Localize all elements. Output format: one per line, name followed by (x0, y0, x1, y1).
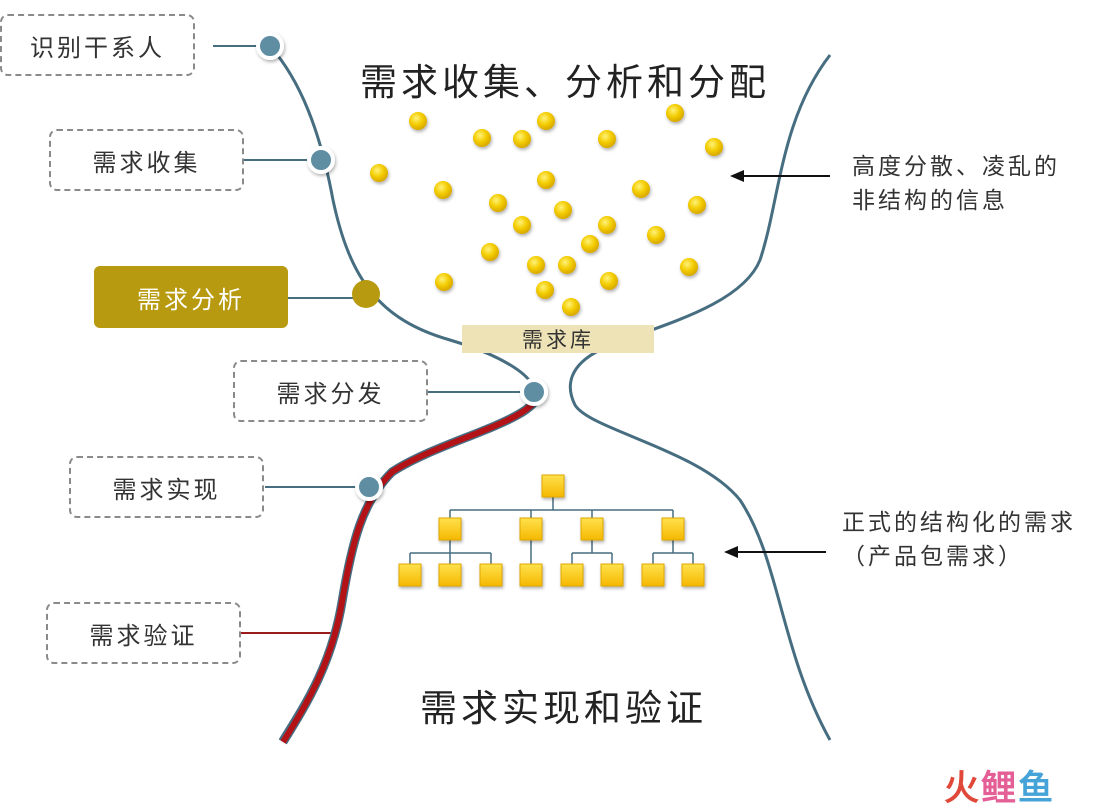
stage-label-text: 需求分发 (276, 379, 385, 408)
requirements-repository: 需求库 (462, 325, 654, 353)
tree-mid-box (580, 517, 604, 541)
stage-identify-stakeholders[interactable]: 识别干系人 (0, 14, 195, 76)
unstructured-note-line: 高度分散、凌乱的 (852, 154, 1060, 180)
tree-leaf-box (641, 563, 665, 587)
stage-label-text: 需求分析 (137, 285, 245, 314)
implementation-path (280, 391, 541, 744)
arrow-to-scattered (730, 170, 830, 182)
unstructured-info-dot (680, 258, 698, 276)
unstructured-info-dot (481, 243, 499, 261)
top-title: 需求收集、分析和分配 (360, 61, 770, 104)
tree-root-box (541, 474, 565, 498)
node-implement[interactable] (355, 473, 383, 501)
node-distribute[interactable] (520, 378, 548, 406)
unstructured-info-dot (513, 130, 531, 148)
unstructured-info-dot (558, 256, 576, 274)
unstructured-note: 高度分散、凌乱的 非结构的信息 (852, 150, 1060, 218)
structured-note: 正式的结构化的需求 （产品包需求） (842, 506, 1076, 574)
structured-note-line: 正式的结构化的需求 (842, 510, 1076, 536)
node-analyze[interactable] (352, 280, 380, 308)
unstructured-info-dot (536, 281, 554, 299)
stage-distribute[interactable]: 需求分发 (233, 360, 428, 422)
arrow-to-structured (724, 546, 826, 558)
unstructured-info-dot (581, 235, 599, 253)
unstructured-info-dot (647, 226, 665, 244)
bottom-title: 需求实现和验证 (420, 687, 707, 730)
tree-leaf-box (600, 563, 624, 587)
unstructured-info-dot (632, 180, 650, 198)
unstructured-info-dot (688, 196, 706, 214)
unstructured-info-dot (434, 181, 452, 199)
stage-label-text: 需求收集 (92, 148, 201, 177)
unstructured-info-dot (537, 171, 555, 189)
unstructured-info-dot (598, 216, 616, 234)
stage-verify[interactable]: 需求验证 (46, 602, 241, 664)
unstructured-info-dot (562, 298, 580, 316)
tree-mid-box (661, 517, 685, 541)
structured-note-line: （产品包需求） (842, 544, 1024, 570)
unstructured-info-dot (489, 194, 507, 212)
watermark-char: 火 (944, 769, 982, 809)
stage-label-text: 需求实现 (112, 475, 221, 504)
stage-label-text: 识别干系人 (30, 33, 165, 62)
tree-mid-box (519, 517, 543, 541)
tree-leaf-box (519, 563, 543, 587)
unstructured-info-dot (537, 112, 555, 130)
unstructured-info-dot (473, 129, 491, 147)
unstructured-info-dot (435, 273, 453, 291)
unstructured-info-dot (409, 112, 427, 130)
tree-leaf-box (560, 563, 584, 587)
node-identify-stakeholders[interactable] (256, 32, 284, 60)
unstructured-info-dot (527, 256, 545, 274)
unstructured-info-dot (513, 216, 531, 234)
stage-implement[interactable]: 需求实现 (69, 456, 264, 518)
unstructured-info-dot (705, 138, 723, 156)
watermark-logo: 火鲤鱼 (944, 760, 1055, 811)
stage-analyze[interactable]: 需求分析 (94, 266, 288, 328)
hourglass-right-curve (568, 54, 832, 741)
watermark-char: 鲤 (981, 769, 1019, 809)
watermark-char: 鱼 (1018, 769, 1056, 809)
tree-mid-box (438, 517, 462, 541)
stage-collect[interactable]: 需求收集 (49, 129, 244, 191)
unstructured-info-dot (600, 272, 618, 290)
tree-leaf-box (398, 563, 422, 587)
unstructured-info-dot (554, 201, 572, 219)
unstructured-note-line: 非结构的信息 (852, 188, 1008, 214)
unstructured-info-dot (598, 130, 616, 148)
node-collect[interactable] (307, 146, 335, 174)
stage-label-text: 需求验证 (89, 621, 198, 650)
tree-leaf-box (681, 563, 705, 587)
unstructured-info-dot (666, 104, 684, 122)
tree-leaf-box (479, 563, 503, 587)
unstructured-info-dot (370, 164, 388, 182)
tree-leaf-box (438, 563, 462, 587)
